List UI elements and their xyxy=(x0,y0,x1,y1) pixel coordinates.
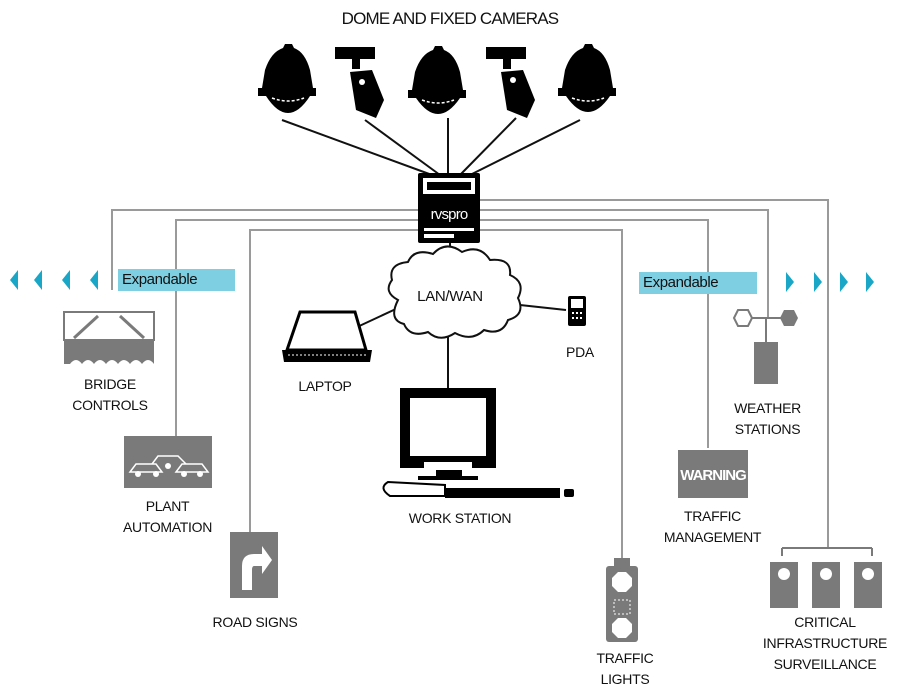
traffic-mgmt-label-line2: MANAGEMENT xyxy=(663,529,762,545)
weather-stations-label: WEATHER STATIONS xyxy=(715,398,820,440)
traffic-mgmt-label-line1: TRAFFIC xyxy=(683,508,741,524)
lan-wan-cloud xyxy=(387,245,522,339)
traffic-management-label: TRAFFIC MANAGEMENT xyxy=(650,506,775,548)
plant-automation-icon xyxy=(124,436,212,488)
pda-label: PDA xyxy=(555,342,605,363)
bridge-label-line1: BRIDGE xyxy=(84,376,136,392)
workstation-label: WORK STATION xyxy=(385,508,535,529)
network-label: LAN/WAN xyxy=(417,288,483,305)
pda-icon xyxy=(568,296,586,326)
traffic-light-icon xyxy=(606,558,638,642)
expandable-right-badge: Expandable xyxy=(639,272,757,294)
critical-label-line2: INFRASTRUCTURE xyxy=(762,635,888,651)
device-links xyxy=(111,199,829,560)
dome-camera-3 xyxy=(558,44,616,112)
plant-label-line2: AUTOMATION xyxy=(122,519,213,535)
bridge-controls-label: BRIDGE CONTROLS xyxy=(55,374,165,416)
workstation-label-line1: WORK STATION xyxy=(408,510,512,526)
critical-infrastructure-label: CRITICAL INFRASTRUCTURE SURVEILLANCE xyxy=(750,612,900,675)
dome-camera-1 xyxy=(258,44,316,113)
fixed-camera-1 xyxy=(335,47,384,118)
camera-links xyxy=(281,117,581,176)
warning-sign-icon: WARNING xyxy=(678,450,748,498)
diagram-title: DOME AND FIXED CAMERAS xyxy=(341,9,559,28)
road-signs-label: ROAD SIGNS xyxy=(195,612,315,633)
rvspro-hub-icon xyxy=(418,173,480,243)
right-expand-arrows xyxy=(786,272,874,292)
laptop-label: LAPTOP xyxy=(280,376,370,397)
critical-infrastructure-icon xyxy=(770,547,882,608)
laptop-label-line1: LAPTOP xyxy=(298,378,352,394)
fixed-camera-2 xyxy=(486,47,535,118)
traffic-lights-label-line1: TRAFFIC xyxy=(596,650,654,666)
pda-label-line1: PDA xyxy=(566,344,594,360)
warning-text: WARNING xyxy=(680,467,746,484)
critical-label-line1: CRITICAL xyxy=(794,614,856,630)
traffic-lights-label-line2: LIGHTS xyxy=(600,671,650,687)
weather-station-icon xyxy=(732,309,798,384)
dome-camera-2 xyxy=(408,46,466,114)
road-label-line1: ROAD SIGNS xyxy=(212,614,298,630)
weather-label-line2: STATIONS xyxy=(734,421,801,437)
bridge-icon xyxy=(63,311,155,364)
laptop-icon xyxy=(282,310,372,362)
bridge-label-line2: CONTROLS xyxy=(72,397,148,413)
critical-label-line3: SURVEILLANCE xyxy=(773,656,877,672)
hub-label: rvspro xyxy=(430,206,469,223)
workstation-icon xyxy=(382,388,574,498)
plant-label-line1: PLANT xyxy=(145,498,190,514)
traffic-lights-label: TRAFFIC LIGHTS xyxy=(580,648,670,690)
weather-label-line1: WEATHER xyxy=(734,400,801,416)
road-sign-icon xyxy=(230,532,278,598)
expandable-left-badge: Expandable xyxy=(118,269,235,291)
left-expand-arrows xyxy=(10,270,98,290)
plant-automation-label: PLANT AUTOMATION xyxy=(110,496,225,538)
